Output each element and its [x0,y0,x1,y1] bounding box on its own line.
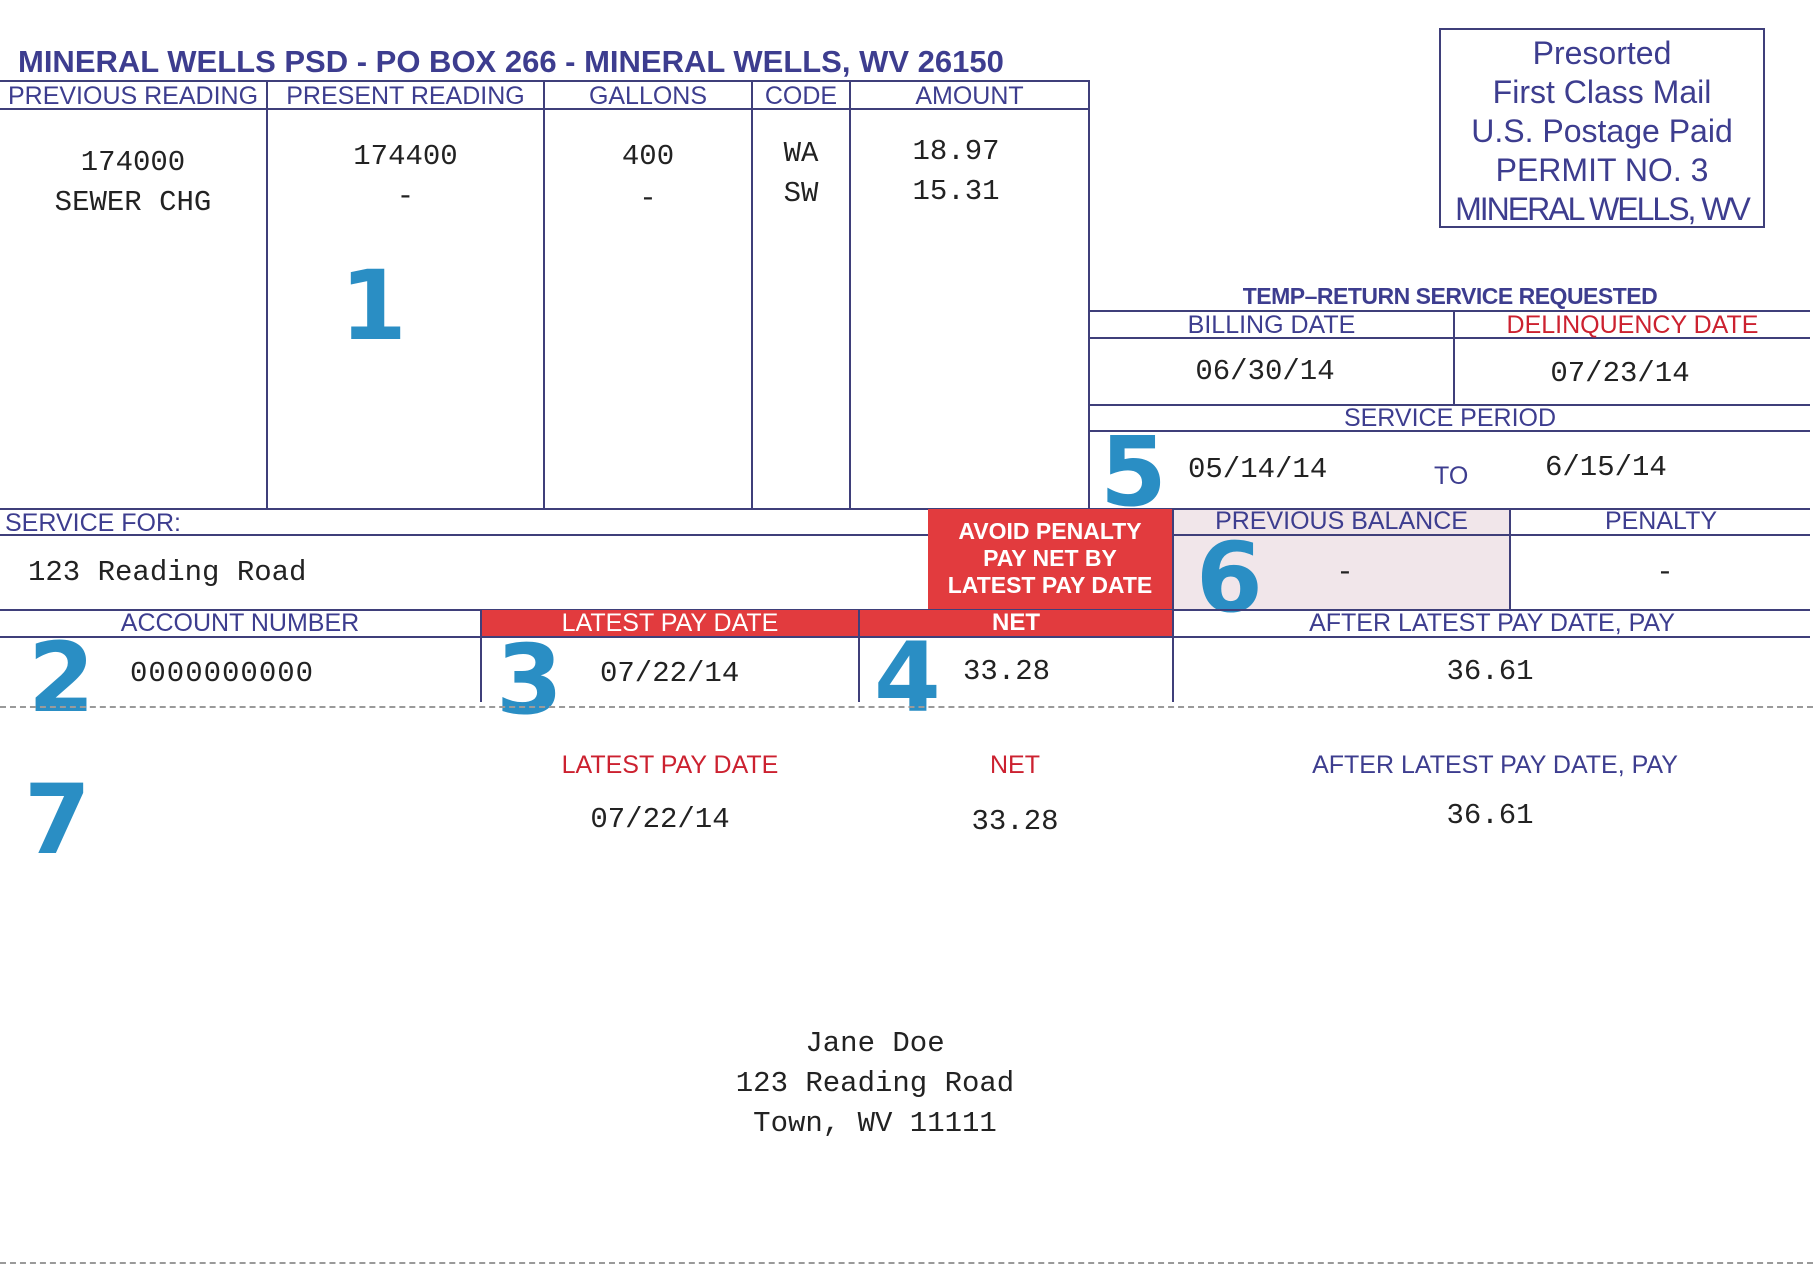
previous-balance-label: PREVIOUS BALANCE [1215,507,1468,535]
annotation-marker-3: 3 [496,624,563,736]
mailing-name: Jane Doe [805,1027,945,1060]
balance-col-divider [1172,508,1174,702]
avoid-penalty-text: AVOID PENALTY PAY NET BY LATEST PAY DATE [928,518,1172,599]
service-period-top-rule [1090,404,1810,406]
after-latest-pay-date-value: 36.61 [1446,655,1534,688]
after-latest-pay-date-label: AFTER LATEST PAY DATE, PAY [1309,609,1675,637]
service-address: 123 Reading Road [28,556,307,589]
account-col-divider [480,609,482,702]
billing-header-rule [1090,337,1810,339]
billing-col-divider [1453,310,1455,406]
usage-table-top-rule [0,80,1090,82]
cell-previous-reading: 174000 [80,146,186,179]
cell-previous-reading: SEWER CHG [54,186,212,219]
cell-gallons: - [639,182,657,215]
cell-amount: 18.97 [912,135,1000,168]
cell-amount: 15.31 [912,175,1000,208]
balance-col-divider [1509,508,1511,609]
tear-line [0,706,1813,708]
stub-latest-pay-date-label: LATEST PAY DATE [561,751,779,779]
delinquency-date-label: DELINQUENCY DATE [1506,311,1759,339]
mailing-street: 123 Reading Road [735,1067,1015,1100]
service-for-top-rule [0,508,1810,510]
account-header-rule [0,636,1810,638]
usage-col-divider [543,80,545,510]
usage-col-divider [751,80,753,510]
avoid-penalty-line: LATEST PAY DATE [947,572,1153,598]
usage-col-divider [266,80,268,510]
header-previous-reading: PREVIOUS READING [7,82,259,110]
annotation-marker-1: 1 [340,250,407,362]
cell-present-reading: - [396,180,415,213]
net-value: 33.28 [963,655,1051,688]
account-number-value: 0000000000 [130,657,315,690]
billing-top-rule [1090,310,1810,312]
annotation-marker-7: 7 [24,764,91,876]
postage-line-first-class: First Class Mail [1492,74,1712,110]
cell-code: SW [783,177,819,210]
mailing-city: Town, WV 11111 [753,1107,997,1140]
usage-col-divider [849,80,851,510]
account-number-label: ACCOUNT NUMBER [120,609,360,637]
stub-net-label: NET [990,751,1040,779]
annotation-marker-2: 2 [28,622,95,734]
stub-latest-pay-date-value: 07/22/14 [590,803,730,836]
header-present-reading: PRESENT READING [286,82,525,110]
header-amount: AMOUNT [915,82,1024,110]
avoid-penalty-line: AVOID PENALTY [958,518,1142,544]
cell-code: WA [783,137,819,170]
service-for-header-rule [0,534,930,536]
net-header-bg [860,610,1172,636]
stub-after-latest-pay-date-label: AFTER LATEST PAY DATE, PAY [1312,751,1678,779]
postage-line-presorted: Presorted [1532,35,1672,71]
header-gallons: GALLONS [588,82,708,110]
latest-pay-date-value: 07/22/14 [600,657,740,690]
billing-date-value: 06/30/14 [1195,355,1335,388]
service-period-to: 6/15/14 [1545,451,1667,484]
previous-balance-shade [1174,510,1509,609]
cell-gallons: 400 [621,140,675,173]
header-code: CODE [764,82,838,110]
account-col-divider [858,609,860,702]
stub-net-value: 33.28 [971,805,1059,838]
postage-line-permit: PERMIT NO. 3 [1495,152,1709,188]
service-period-header-rule [1090,430,1810,432]
avoid-penalty-notice [928,509,1172,609]
service-period-to-word: TO [1434,462,1469,490]
service-period-label: SERVICE PERIOD [1343,404,1557,432]
postage-indicia: Presorted First Class Mail U.S. Postage … [1439,28,1765,228]
postage-line-paid: U.S. Postage Paid [1471,113,1733,149]
annotation-marker-5: 5 [1100,416,1167,528]
latest-pay-date-header-bg [482,610,858,636]
service-period-from: 05/14/14 [1188,453,1328,486]
net-label: NET [992,609,1040,636]
usage-col-divider [1088,80,1090,510]
utility-header-title: MINERAL WELLS PSD - PO BOX 266 - MINERAL… [18,44,1004,79]
bottom-perforation [0,1262,1813,1264]
delinquency-date-value: 07/23/14 [1550,357,1690,390]
penalty-value: - [1656,556,1674,589]
usage-table-header-rule [0,108,1090,110]
postage-line-city: MINERAL WELLS, WV [1455,191,1751,227]
balance-header-rule [1174,534,1810,536]
penalty-label: PENALTY [1604,507,1718,535]
cell-present-reading: 174400 [353,140,458,173]
service-for-label: SERVICE FOR: [5,509,181,537]
return-service-notice: TEMP–RETURN SERVICE REQUESTED [1242,283,1658,309]
avoid-penalty-line: PAY NET BY [983,545,1117,571]
stub-after-latest-pay-date-value: 36.61 [1446,799,1534,832]
previous-balance-value: - [1336,556,1354,589]
annotation-marker-4: 4 [874,622,941,734]
latest-pay-date-label: LATEST PAY DATE [561,609,779,637]
billing-date-label: BILLING DATE [1187,311,1356,339]
